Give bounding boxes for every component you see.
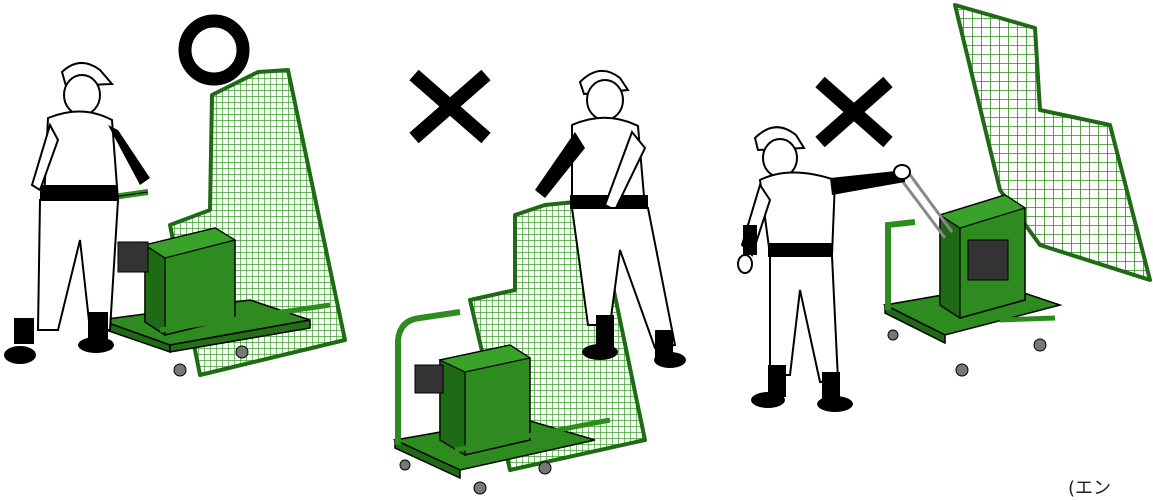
scene-correct [4, 21, 345, 376]
cross-mark-icon [820, 82, 888, 142]
player-figure-icon [738, 127, 910, 412]
cross-mark-icon [414, 75, 486, 138]
circle-mark-icon [185, 21, 243, 79]
caption-text: (エン [1068, 474, 1111, 500]
scene-incorrect-1 [395, 71, 686, 494]
scene-incorrect-2 [738, 5, 1150, 412]
